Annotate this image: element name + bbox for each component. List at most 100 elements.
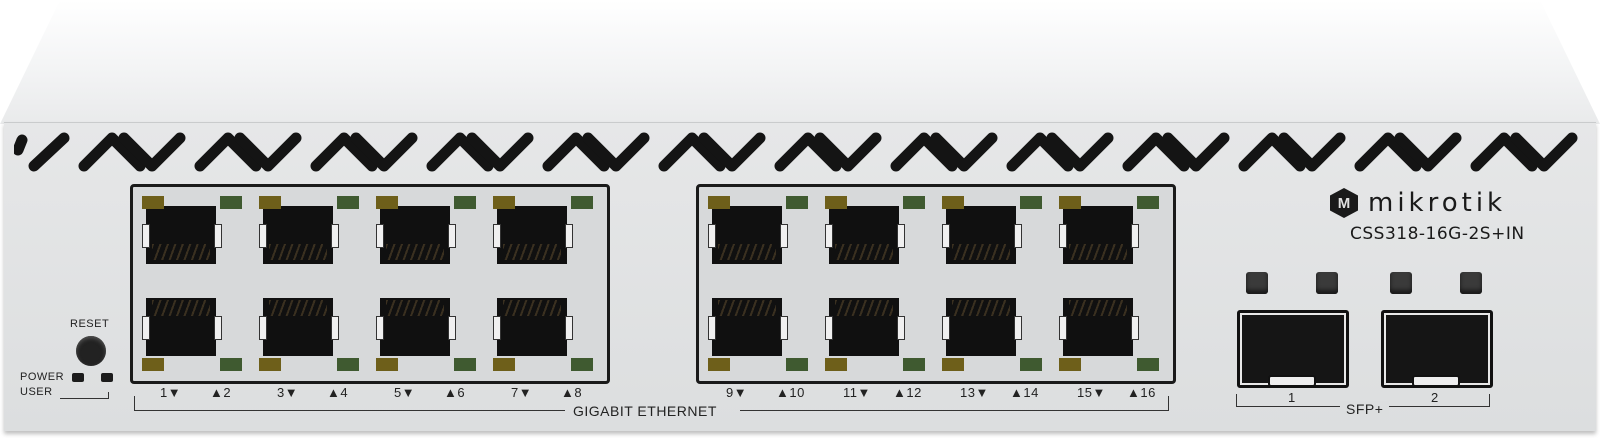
ethernet-port-4[interactable]: [255, 298, 359, 372]
ethernet-port-7[interactable]: [489, 190, 593, 264]
port-clip-left: [825, 224, 833, 248]
port-led-green: [571, 358, 593, 371]
port-led-amber: [1059, 196, 1081, 209]
ethernet-port-9[interactable]: [704, 190, 808, 264]
ethernet-port-6[interactable]: [372, 298, 476, 372]
port-led-green: [1020, 358, 1042, 371]
user-led: [101, 373, 113, 382]
sfp1-led-right: [1316, 272, 1338, 294]
port-clip-right: [1131, 224, 1139, 248]
vent-grille: [14, 132, 1578, 172]
user-led-leader: [60, 392, 109, 399]
ethernet-port-8[interactable]: [489, 298, 593, 372]
rj45-pins: [152, 300, 210, 316]
port-clip-right: [448, 224, 456, 248]
rj45-pins: [835, 244, 893, 260]
mikrotik-logo-icon: M: [1330, 188, 1358, 218]
port-led-amber: [708, 196, 730, 209]
port-label-13: 13▼: [960, 385, 989, 400]
sfp1-led-left: [1246, 272, 1268, 294]
port-clip-left: [376, 316, 384, 340]
port-led-amber: [825, 196, 847, 209]
port-led-amber: [493, 196, 515, 209]
port-clip-left: [1059, 316, 1067, 340]
port-clip-right: [897, 316, 905, 340]
brand-name: mikrotik: [1368, 188, 1507, 218]
ethernet-port-3[interactable]: [255, 190, 359, 264]
ethernet-bracket-left: [134, 396, 565, 411]
port-led-green: [1020, 196, 1042, 209]
sfp-port-2[interactable]: [1381, 310, 1493, 388]
sfp2-led-left: [1390, 272, 1412, 294]
reset-label: RESET: [70, 318, 110, 330]
port-led-green: [337, 358, 359, 371]
port-led-green: [220, 196, 242, 209]
port-clip-left: [259, 224, 267, 248]
port-label-5: 5▼: [394, 385, 416, 400]
port-clip-left: [825, 316, 833, 340]
port-clip-right: [897, 224, 905, 248]
ethernet-port-10[interactable]: [704, 298, 808, 372]
port-led-green: [220, 358, 242, 371]
port-clip-left: [708, 316, 716, 340]
port-clip-right: [1131, 316, 1139, 340]
port-clip-right: [1014, 316, 1022, 340]
port-clip-left: [142, 316, 150, 340]
port-led-green: [903, 358, 925, 371]
port-clip-right: [331, 224, 339, 248]
port-led-amber: [493, 358, 515, 371]
model-number: CSS318-16G-2S+IN: [1350, 224, 1525, 244]
port-clip-right: [214, 224, 222, 248]
port-label-16: ▲16: [1127, 385, 1156, 400]
port-led-green: [454, 196, 476, 209]
port-led-amber: [942, 358, 964, 371]
port-clip-left: [259, 316, 267, 340]
rj45-pins: [269, 300, 327, 316]
ethernet-port-5[interactable]: [372, 190, 476, 264]
port-clip-left: [942, 224, 950, 248]
sfp2-led-right: [1460, 272, 1482, 294]
port-clip-right: [780, 224, 788, 248]
port-label-8: ▲8: [561, 385, 583, 400]
ethernet-bracket-right: [740, 396, 1169, 411]
power-label: POWER: [20, 371, 65, 383]
reset-button[interactable]: [76, 336, 106, 366]
port-led-amber: [142, 358, 164, 371]
port-clip-right: [565, 316, 573, 340]
port-clip-left: [493, 316, 501, 340]
rj45-pins: [718, 244, 776, 260]
sfp-port-1[interactable]: [1237, 310, 1349, 388]
ethernet-port-14[interactable]: [938, 298, 1042, 372]
port-label-15: 15▼: [1077, 385, 1106, 400]
ethernet-port-16[interactable]: [1055, 298, 1159, 372]
port-led-amber: [259, 196, 281, 209]
ethernet-port-15[interactable]: [1055, 190, 1159, 264]
port-led-amber: [708, 358, 730, 371]
port-label-9: 9▼: [726, 385, 748, 400]
ethernet-port-11[interactable]: [821, 190, 925, 264]
sfp-plus-label: SFP+: [1340, 401, 1390, 417]
ethernet-port-12[interactable]: [821, 298, 925, 372]
mikrotik-logo: M mikrotik: [1330, 188, 1506, 218]
port-led-amber: [376, 196, 398, 209]
port-label-11: 11▼: [843, 385, 871, 400]
port-label-1: 1▼: [160, 385, 182, 400]
port-led-green: [571, 196, 593, 209]
rj45-pins: [503, 300, 561, 316]
sfp-port-2-label: 2: [1431, 390, 1439, 405]
ethernet-port-13[interactable]: [938, 190, 1042, 264]
port-clip-left: [1059, 224, 1067, 248]
port-clip-right: [780, 316, 788, 340]
port-led-amber: [376, 358, 398, 371]
chassis-top: [0, 0, 1600, 124]
port-clip-right: [331, 316, 339, 340]
rj45-pins: [503, 244, 561, 260]
rj45-pins: [835, 300, 893, 316]
port-clip-right: [1014, 224, 1022, 248]
port-clip-left: [708, 224, 716, 248]
ethernet-port-1[interactable]: [138, 190, 242, 264]
rj45-pins: [152, 244, 210, 260]
port-led-green: [454, 358, 476, 371]
port-label-14: ▲14: [1010, 385, 1039, 400]
ethernet-port-2[interactable]: [138, 298, 242, 372]
